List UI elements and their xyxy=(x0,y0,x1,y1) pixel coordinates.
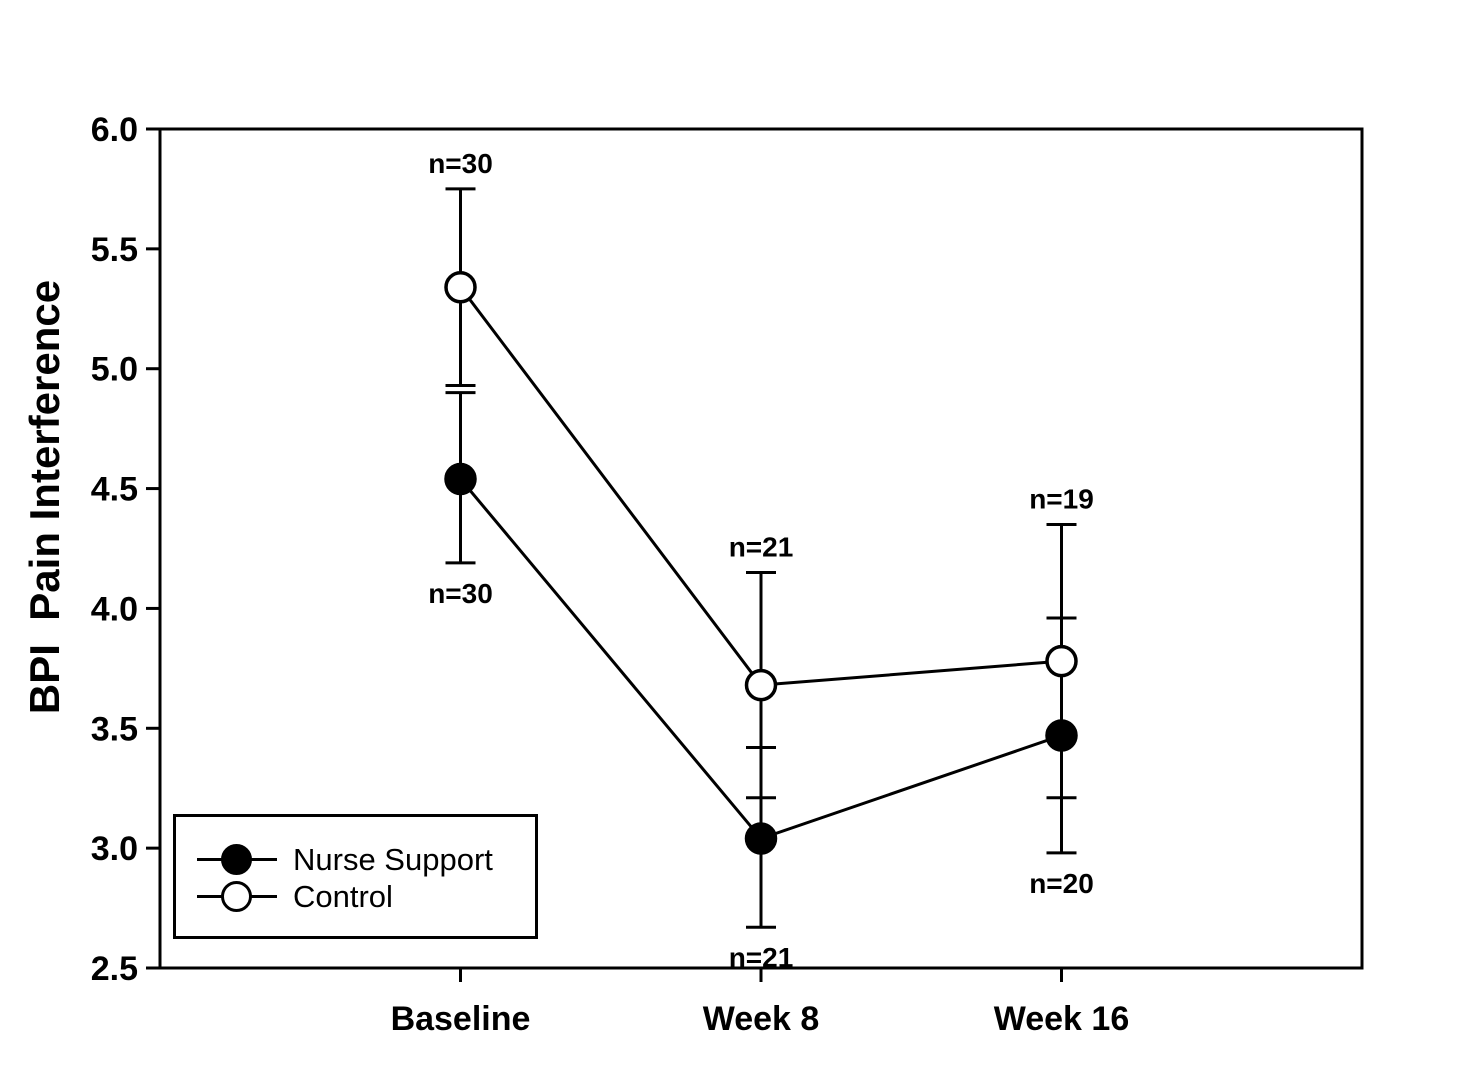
sample-size-label: n=21 xyxy=(729,531,794,562)
x-category-label: Week 8 xyxy=(703,1000,820,1038)
y-tick-label: 5.0 xyxy=(91,351,138,389)
sample-size-label: n=21 xyxy=(729,942,794,973)
y-tick-label: 4.5 xyxy=(91,471,138,509)
data-point-marker xyxy=(744,668,778,702)
data-point-marker xyxy=(744,822,778,855)
sample-size-label: n=19 xyxy=(1029,484,1094,515)
sample-size-label: n=30 xyxy=(428,148,493,179)
y-tick-label: 4.0 xyxy=(91,590,138,628)
sample-size-label: n=20 xyxy=(1029,868,1094,899)
y-axis-title: BPI Pain Interference xyxy=(21,279,68,715)
x-category-label: Baseline xyxy=(391,1000,531,1038)
legend-item-control: Control xyxy=(197,879,393,914)
data-point-marker xyxy=(1045,719,1078,752)
legend-item-nurse-support: Nurse Support xyxy=(197,842,493,877)
data-point-marker xyxy=(444,462,477,496)
filled-circle-icon xyxy=(221,844,252,875)
open-circle-marker-icon xyxy=(197,880,277,914)
legend: Nurse Support Control xyxy=(173,814,538,939)
open-circle-icon xyxy=(221,881,252,912)
y-tick-label: 3.0 xyxy=(91,830,138,868)
sample-size-label: n=30 xyxy=(428,578,493,609)
data-point-marker xyxy=(444,270,477,304)
y-tick-label: 2.5 xyxy=(91,950,138,988)
y-tick-label: 5.5 xyxy=(91,231,138,269)
legend-label-nurse-support: Nurse Support xyxy=(293,842,493,877)
data-point-marker xyxy=(1045,644,1078,678)
filled-circle-marker-icon xyxy=(197,843,277,877)
x-category-label: Week 16 xyxy=(994,1000,1129,1038)
y-tick-label: 3.5 xyxy=(91,710,138,748)
legend-label-control: Control xyxy=(293,879,393,914)
y-tick-label: 6.0 xyxy=(91,111,138,149)
